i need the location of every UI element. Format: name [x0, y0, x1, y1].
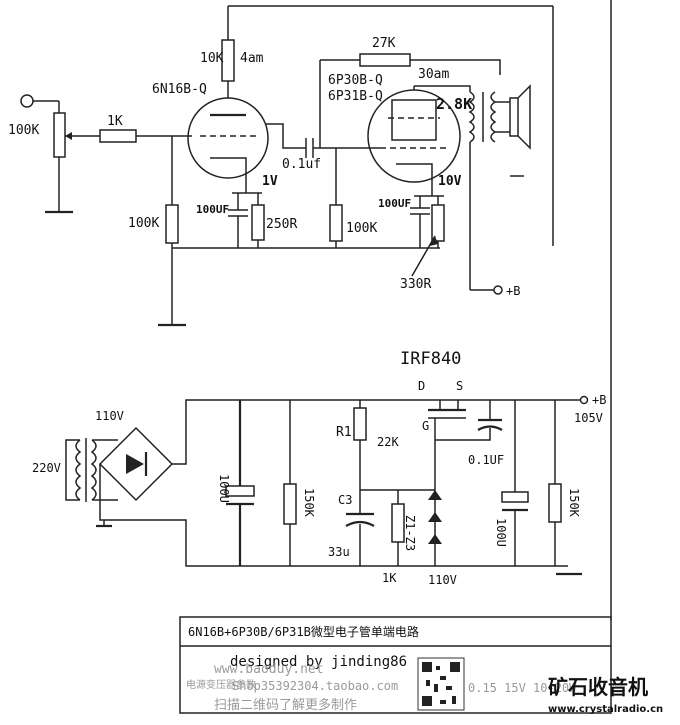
- watermark: www.baoduy.net 电源变压器参数 Shop35392304.taob…: [186, 657, 663, 715]
- tube-2-label-a: 6P30B-Q: [328, 73, 383, 88]
- plate-current-1-label: 4am: [240, 51, 264, 66]
- watermark-scan-note: 扫描二维码了解更多制作: [214, 697, 357, 713]
- c3-label: C3: [338, 493, 352, 507]
- feedback-resistor: [359, 53, 411, 67]
- output-transformer-secondary: [490, 91, 497, 143]
- cathode-resistor-1: [251, 204, 265, 241]
- c3-value: 33u: [328, 545, 350, 559]
- zener-label: Z1-Z3: [403, 515, 417, 551]
- input-jack: [20, 94, 34, 108]
- positive-rail: [172, 399, 580, 465]
- vol-pot-label: 100K: [8, 123, 39, 138]
- watermark-transformer-note: 电源变压器参数: [186, 678, 256, 691]
- gate-cap-label: 0.1UF: [468, 453, 504, 467]
- plate-resistor-1-label: 10K: [200, 51, 224, 66]
- primary-voltage-label: 220V: [32, 461, 61, 475]
- psu-plus-b-terminal: [579, 395, 589, 405]
- r1-value: 22K: [377, 435, 399, 449]
- tube-1-label: 6N16B-Q: [152, 82, 207, 97]
- tube-1-cathode: [210, 157, 247, 168]
- grid-resistor-2-label: 100K: [346, 221, 377, 236]
- zener-resistor-label: 1K: [382, 571, 397, 585]
- cathode-2-voltage: 10V: [438, 174, 462, 189]
- cathode-resistor-2: [431, 204, 445, 242]
- coupling-cap-label: 0.1uf: [282, 157, 321, 172]
- mosfet-pin-g: G: [422, 419, 429, 433]
- secondary-voltage-label: 110V: [95, 409, 124, 423]
- zener-diode-3: [428, 534, 442, 544]
- tube-2-plate: [391, 99, 437, 141]
- brand-logo: 矿石收音机: [548, 675, 648, 699]
- grid-resistor-1-label: 100K: [128, 216, 159, 231]
- title-box: [179, 616, 612, 714]
- pot-wiper-arrow: [65, 132, 72, 140]
- plate-resistor-1: [221, 39, 235, 82]
- bridge-rectifier: [98, 426, 174, 502]
- watermark-url: www.baoduy.net: [214, 662, 324, 677]
- negative-rail: [99, 464, 560, 567]
- plate-current-2-label: 30am: [418, 67, 449, 82]
- bleeder-resistor-2-label: 150K: [567, 488, 581, 518]
- r1-label: R1: [336, 425, 352, 440]
- filter-cap-1-label: 100U: [217, 474, 231, 503]
- schematic-title: 6N16B+6P30B/6P31B微型电子管单端电路: [188, 624, 419, 639]
- designer-credit: designed by jinding86: [230, 654, 407, 670]
- watermark-shop: Shop35392304.taobao.com: [232, 679, 398, 693]
- mosfet-pin-s: S: [456, 379, 463, 393]
- input-resistor-label: 1K: [107, 114, 123, 129]
- power-supply-circuit: IRF840 220V 110V 100U 150K R1 22K: [32, 349, 606, 587]
- input-resistor: [99, 129, 137, 143]
- brand-url: www.crystalradio.cn: [548, 704, 663, 715]
- watermark-specs: 0.15 15V 10-20W: [468, 681, 577, 695]
- psu-plus-b-label: +B: [592, 393, 606, 407]
- plus-b-terminal: [493, 285, 503, 295]
- zener-diode-1: [428, 490, 442, 500]
- speaker-icon: [509, 97, 519, 137]
- cathode-1-voltage: 1V: [262, 174, 278, 189]
- zener-diode-2: [428, 512, 442, 522]
- tube-2-label-b: 6P31B-Q: [328, 89, 383, 104]
- volume-pot: [53, 112, 66, 158]
- cathode-resistor-1-label: 250R: [266, 217, 297, 232]
- filter-cap-1: [225, 485, 255, 497]
- bleeder-resistor-1-label: 150K: [302, 488, 316, 518]
- grid-resistor-2: [329, 204, 343, 242]
- callout-arrow: [430, 236, 438, 246]
- cathode-cap-1-label: 100UF: [196, 203, 229, 216]
- output-transformer-primary: [468, 91, 475, 143]
- qr-code: [417, 657, 465, 711]
- mosfet-label: IRF840: [400, 349, 461, 369]
- bleeder-resistor-1: [283, 483, 297, 525]
- amplifier-circuit: 100K 1K 100K 6N16B-Q 10K 4am 0.1uf: [8, 5, 554, 327]
- bleeder-resistor-2: [548, 483, 562, 523]
- transformer-label: 2.8K: [436, 95, 472, 113]
- title-block: 6N16B+6P30B/6P31B微型电子管单端电路 designed by j…: [179, 616, 612, 714]
- mains-transformer-primary: [75, 439, 82, 501]
- cathode-cap-2-label: 100UF: [378, 197, 411, 210]
- cathode-resistor-2-label: 330R: [400, 277, 431, 292]
- tube-1-envelope: [187, 97, 269, 179]
- grid-resistor-1: [165, 204, 179, 244]
- plus-b-label: +B: [506, 284, 520, 298]
- psu-output-voltage: 105V: [574, 411, 603, 425]
- filter-cap-2-label: 100U: [494, 518, 508, 547]
- feedback-resistor-label: 27K: [372, 36, 396, 51]
- bridge-diode-icon: [126, 454, 144, 474]
- zener-voltage-label: 110V: [428, 573, 457, 587]
- mosfet-pin-d: D: [418, 379, 425, 393]
- tube-2-cathode: [396, 163, 433, 182]
- filter-cap-2: [501, 491, 529, 503]
- resistor-r1: [353, 407, 367, 441]
- mains-transformer-secondary: [90, 439, 97, 501]
- zener-resistor: [391, 503, 405, 543]
